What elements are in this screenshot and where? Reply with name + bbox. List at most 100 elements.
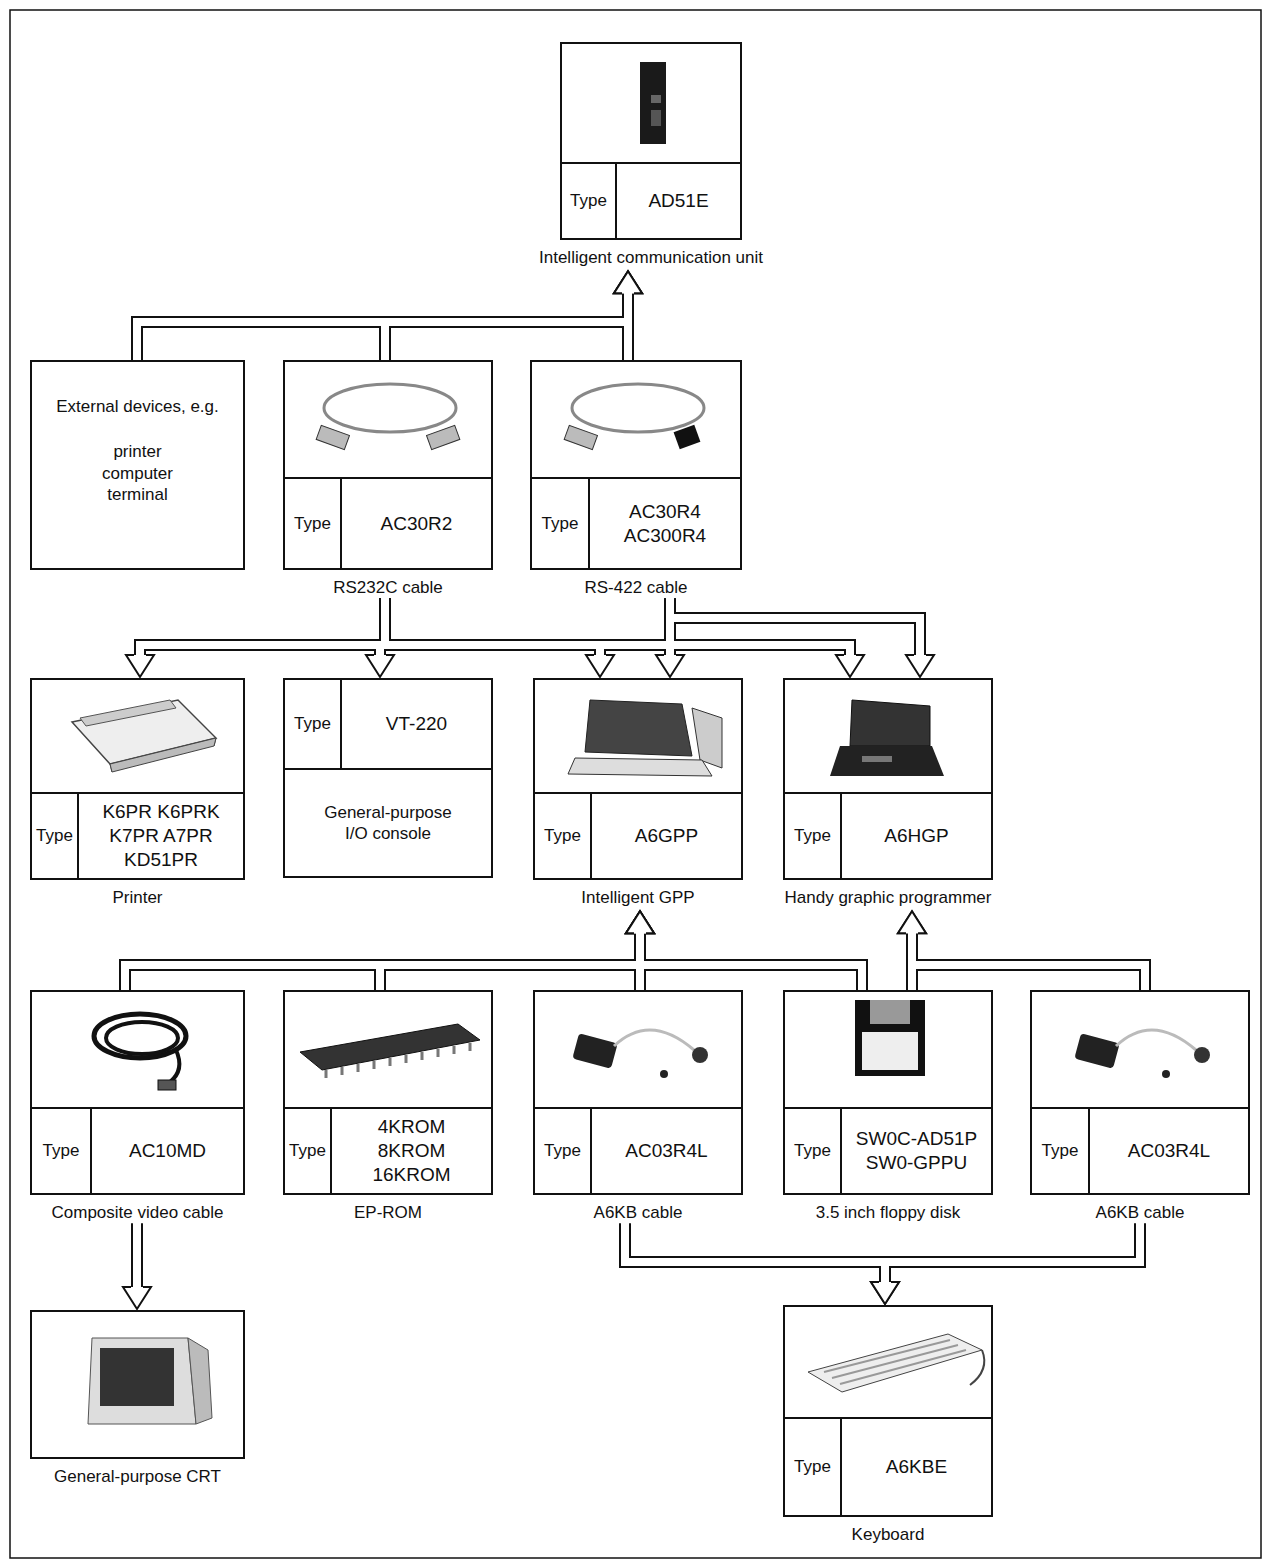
type-code: A6HGP xyxy=(884,824,948,848)
value-cell: A6KBE xyxy=(842,1419,991,1515)
hollow-arrow-connector xyxy=(131,1223,143,1287)
box-outline: Type4KROM 8KROM 16KROM xyxy=(283,990,493,1195)
hollow-arrowhead xyxy=(626,911,654,933)
hgp-lid xyxy=(850,700,930,746)
type-cell: Type xyxy=(532,479,590,568)
value-cell: A6GPP xyxy=(592,794,741,878)
box-outline: Type AC03R4L xyxy=(1030,990,1250,1195)
type-cell: Type xyxy=(562,164,617,238)
hollow-arrow-connector xyxy=(625,1223,885,1282)
hollow-arrowhead xyxy=(626,911,654,933)
hollow-arrowhead xyxy=(614,271,642,293)
type-label: Type xyxy=(289,1140,326,1161)
cable-connector xyxy=(316,425,349,449)
module-port xyxy=(651,110,661,126)
connector-outline xyxy=(125,293,1145,1287)
type-code: AC10MD xyxy=(129,1139,206,1163)
unit-caption: A6KB cable xyxy=(594,1202,683,1223)
type-cell: Type xyxy=(785,794,842,878)
hollow-arrowhead xyxy=(626,911,654,933)
cable-box: TypeAC30R4 AC300R4RS-422 cable xyxy=(530,360,742,598)
box-outline: TypeSW0C-AD51P SW0-GPPU xyxy=(783,990,993,1195)
cable-box: TypeAC03R4LA6KB cable xyxy=(533,990,743,1223)
box-text: printer computer terminal xyxy=(88,441,188,505)
type-label: Type xyxy=(544,1140,581,1161)
chip-pins xyxy=(326,1043,470,1078)
cable-coil xyxy=(106,1022,178,1054)
hollow-arrowhead xyxy=(898,911,926,933)
box-outline: External devices, e.g.printer computer t… xyxy=(30,360,245,570)
hollow-arrowhead xyxy=(656,655,684,677)
hollow-arrowhead xyxy=(898,911,926,933)
keyboard-cord xyxy=(970,1350,984,1385)
type-code: AC30R2 xyxy=(381,512,453,536)
cable-connector xyxy=(158,1080,176,1090)
hollow-arrowhead xyxy=(614,271,642,293)
hollow-arrowhead xyxy=(626,911,654,933)
hollow-arrowhead xyxy=(586,655,614,677)
hollow-arrow-connector xyxy=(380,933,640,990)
hollow-arrowhead xyxy=(626,911,654,933)
type-code: A6KBE xyxy=(886,1455,947,1479)
hollow-arrow-connector xyxy=(385,598,850,655)
box-text: General-purpose I/O console xyxy=(313,802,463,845)
hollow-arrowhead xyxy=(614,271,642,293)
hollow-arrowhead xyxy=(836,655,864,677)
cable-tail xyxy=(170,1050,179,1082)
console-box: TypeVT-220General-purpose I/O console xyxy=(283,678,493,878)
hollow-arrowhead xyxy=(906,655,934,677)
hollow-arrowhead xyxy=(123,1287,151,1309)
cable-plug xyxy=(692,1047,708,1063)
type-label: Type xyxy=(1042,1140,1079,1161)
crt-side xyxy=(188,1338,212,1424)
printer-platen xyxy=(80,700,176,726)
hollow-arrowhead xyxy=(871,1282,899,1304)
type-label: Type xyxy=(43,1140,80,1161)
rs422-cable-picture xyxy=(564,384,704,450)
printer-picture xyxy=(72,700,216,772)
picture-area xyxy=(785,680,991,792)
cable-box: TypeAC30R2RS232C cable xyxy=(283,360,493,598)
hollow-arrowhead xyxy=(123,1287,151,1309)
hollow-arrow-connector xyxy=(885,1223,1140,1282)
unit-caption: Intelligent GPP xyxy=(581,887,694,908)
cable-box: TypeAC10MDComposite video cable xyxy=(30,990,245,1223)
box-outline: Type A6HGP xyxy=(783,678,993,880)
type-label: Type xyxy=(794,1456,831,1477)
hollow-arrowhead xyxy=(614,271,642,293)
value-cell: A6HGP xyxy=(842,794,991,878)
hollow-arrow-connector xyxy=(640,933,862,990)
caption-area: Keyboard xyxy=(723,1524,1053,1545)
picture-area xyxy=(32,992,243,1107)
type-row: Type4KROM 8KROM 16KROM xyxy=(285,1107,491,1193)
type-code: AC03R4L xyxy=(1128,1139,1210,1163)
value-cell: AC30R4 AC300R4 xyxy=(590,479,740,568)
type-cell: Type xyxy=(32,794,79,878)
type-row: Type A6KBE xyxy=(785,1417,991,1515)
disk-shutter xyxy=(870,1000,910,1024)
crt-case xyxy=(88,1338,196,1424)
hollow-arrowhead xyxy=(366,655,394,677)
picture-area xyxy=(285,362,491,477)
gpp-picture xyxy=(568,700,722,776)
caption-area: General-purpose CRT xyxy=(0,1466,305,1487)
picture-area xyxy=(785,992,991,1107)
disk-label xyxy=(862,1032,918,1070)
disk-box: TypeSW0C-AD51P SW0-GPPU3.5 inch floppy d… xyxy=(783,990,993,1223)
hollow-arrowhead xyxy=(871,1282,899,1304)
module-led xyxy=(651,95,661,103)
type-code: AC30R4 AC300R4 xyxy=(618,500,713,548)
value-cell: VT-220 xyxy=(342,680,491,768)
type-label: Type xyxy=(794,1140,831,1161)
hgp-picture xyxy=(830,700,944,776)
type-cell: Type xyxy=(32,1109,92,1193)
value-cell: AC30R2 xyxy=(342,479,491,568)
type-row: TypeSW0C-AD51P SW0-GPPU xyxy=(785,1107,991,1193)
type-row: TypeAC30R2 xyxy=(285,477,491,568)
type-label: Type xyxy=(542,513,579,534)
printer-box: TypeK6PR K6PRK K7PR A7PR KD51PRPrinter xyxy=(30,678,245,908)
type-label: Type xyxy=(544,825,581,846)
cable-coil xyxy=(94,1014,186,1058)
hollow-arrowhead xyxy=(871,1282,899,1304)
